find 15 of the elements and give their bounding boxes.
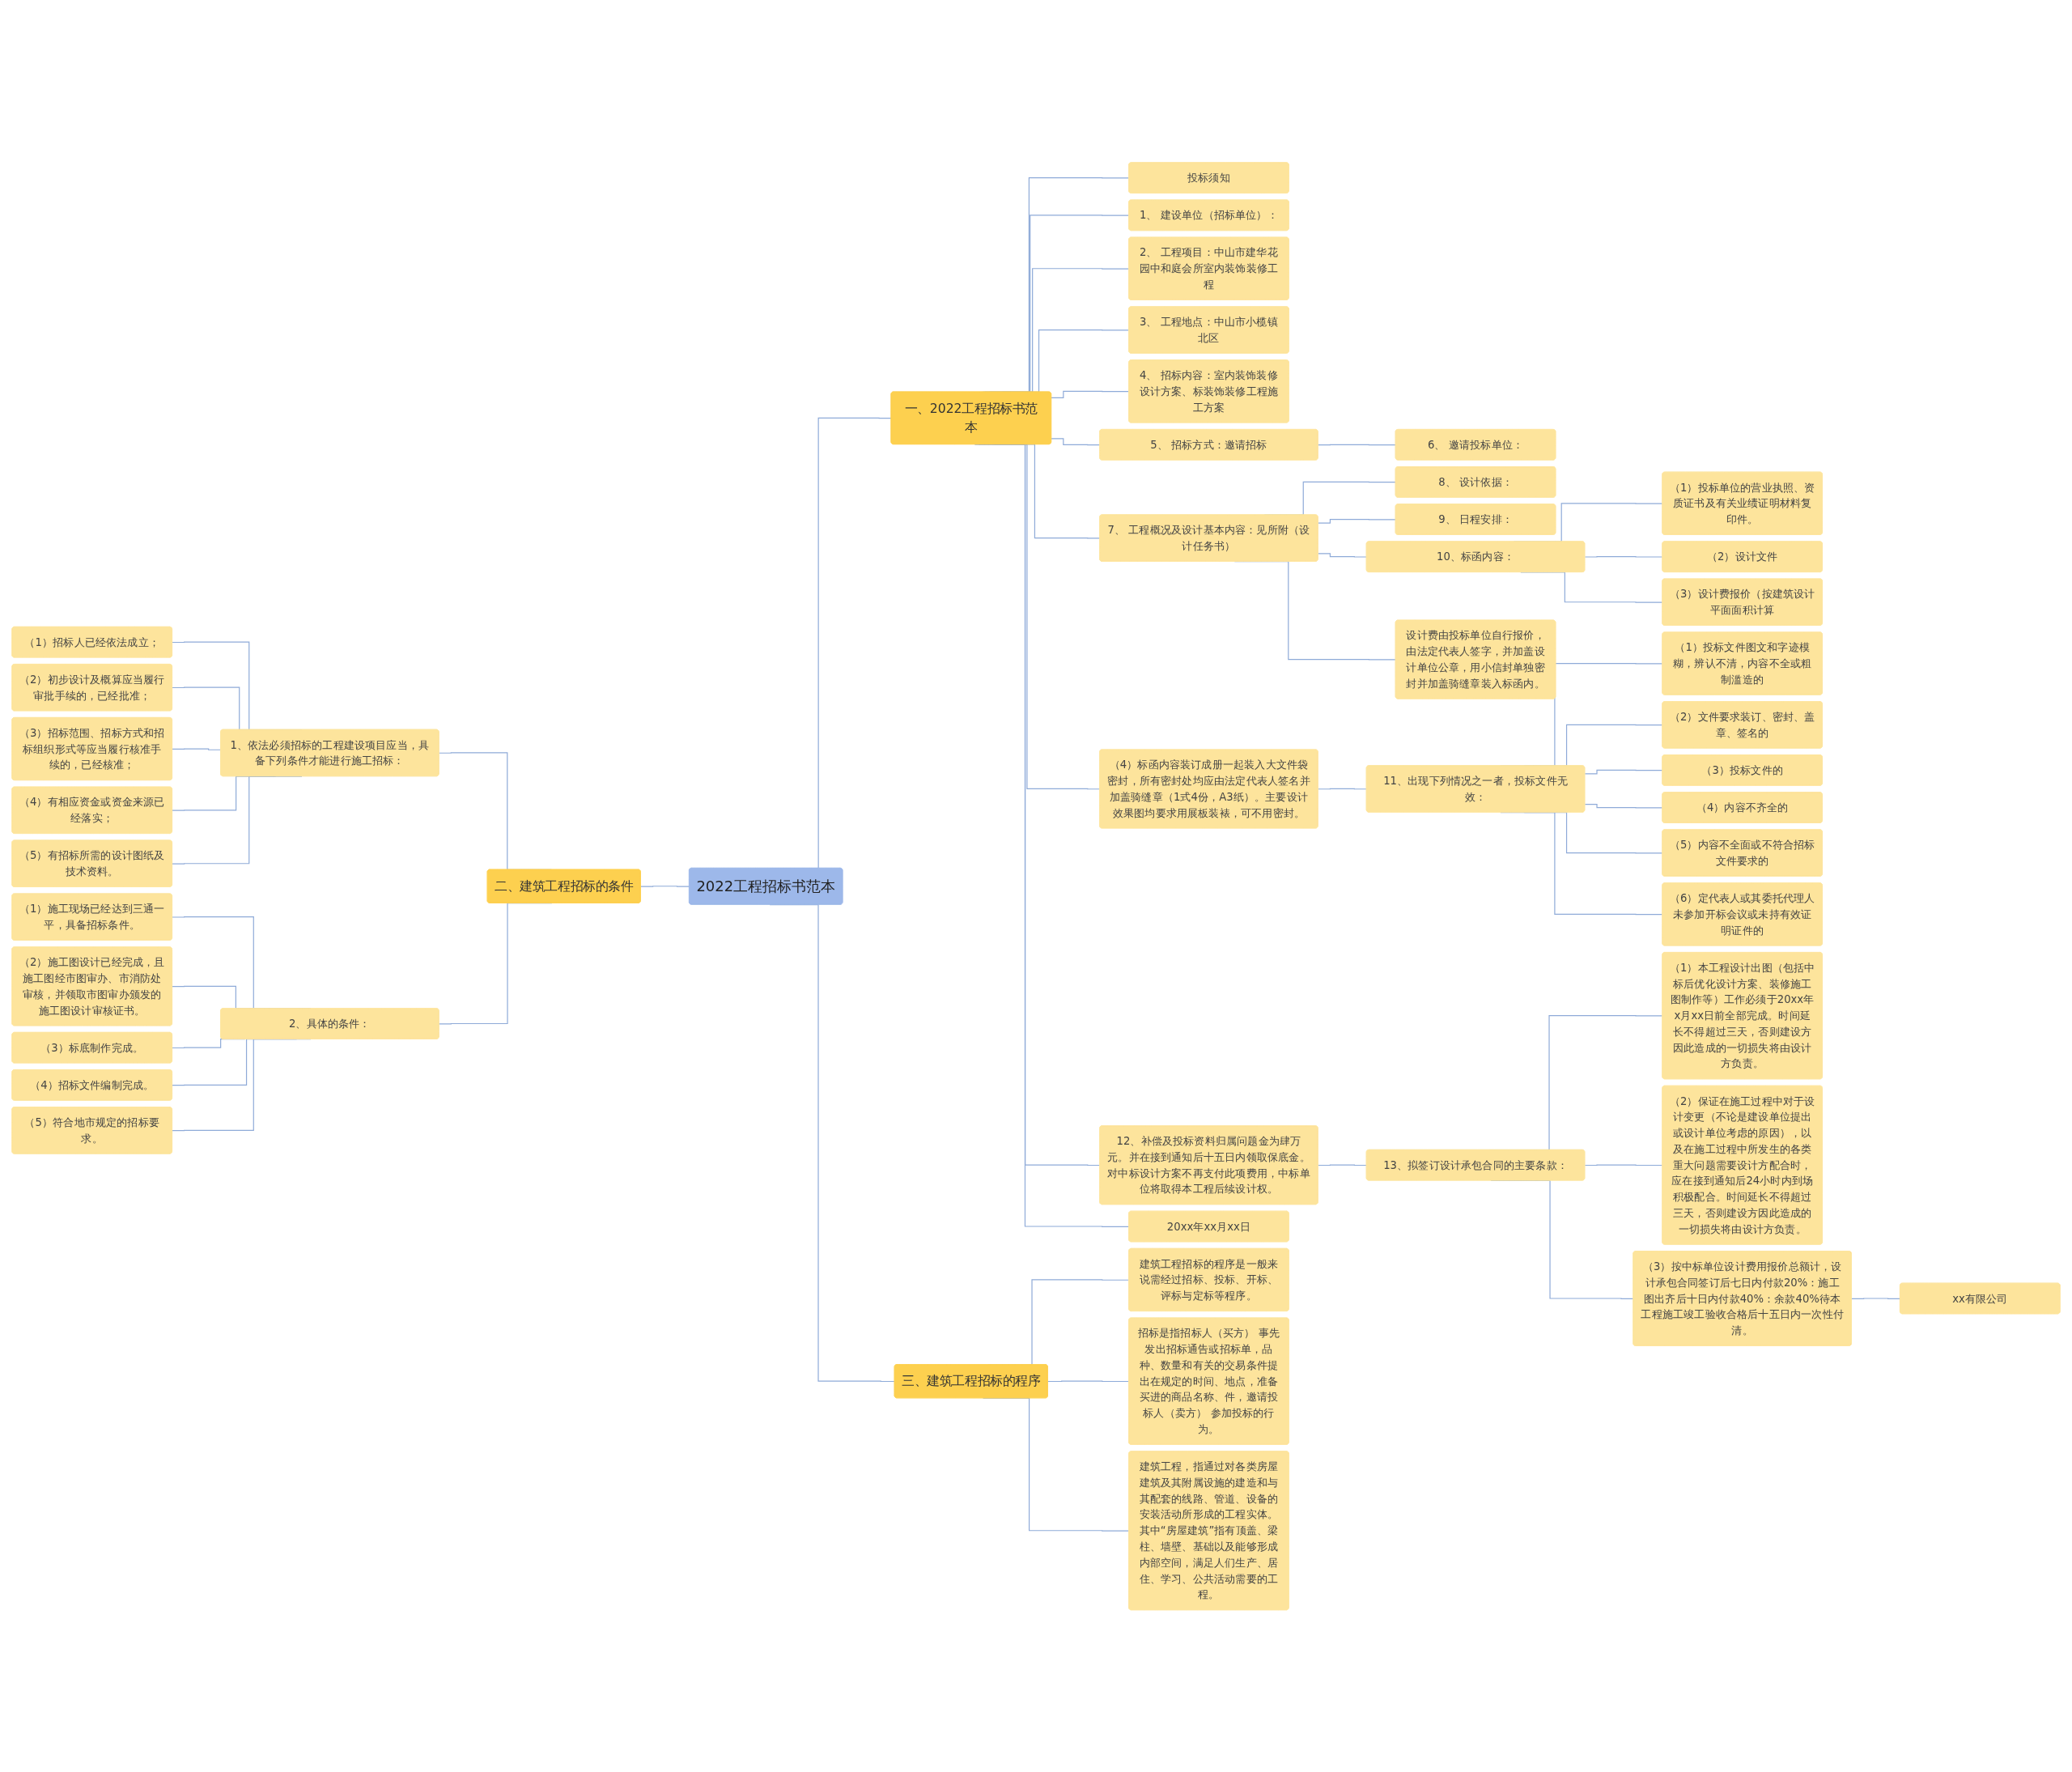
connector bbox=[1851, 1298, 1901, 1299]
connector bbox=[1584, 1164, 1663, 1166]
connector bbox=[1584, 803, 1663, 809]
connector bbox=[1318, 552, 1368, 558]
connector bbox=[172, 748, 222, 750]
connector bbox=[1051, 390, 1130, 398]
connector bbox=[1318, 788, 1368, 790]
connector bbox=[1584, 555, 1663, 558]
connector bbox=[1318, 444, 1397, 445]
connector bbox=[640, 885, 690, 887]
connector bbox=[1047, 1380, 1130, 1382]
connector bbox=[1318, 1164, 1368, 1166]
connector bbox=[1318, 518, 1397, 524]
connector bbox=[1051, 438, 1101, 445]
connector bbox=[1584, 769, 1663, 775]
